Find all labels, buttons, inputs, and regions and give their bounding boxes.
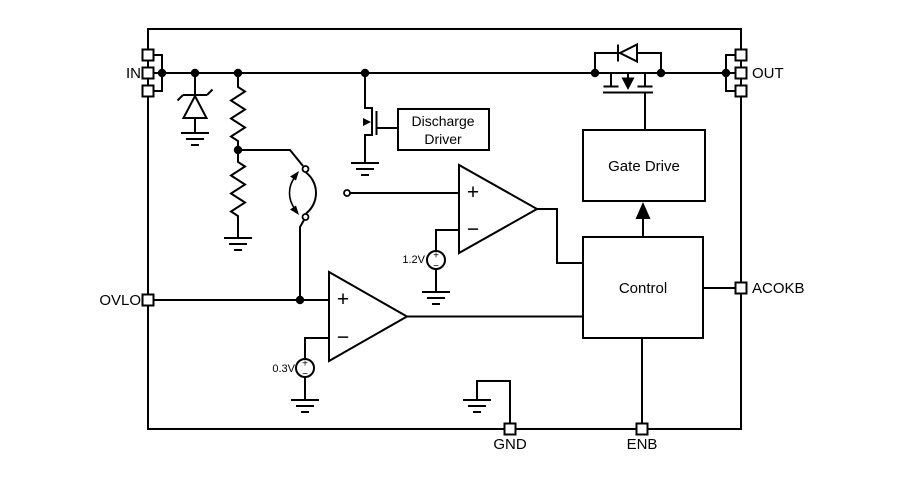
pin-out-terminal bbox=[734, 66, 748, 80]
plus-sign: + bbox=[302, 359, 308, 370]
junction-dot bbox=[157, 68, 167, 78]
open-terminal-node bbox=[343, 189, 351, 197]
junction-dot bbox=[590, 68, 600, 78]
control-label: Control bbox=[619, 280, 667, 297]
gate-drive-block bbox=[582, 129, 706, 202]
gnd-net-wire bbox=[476, 380, 511, 424]
pin-label-acokb: ACOKB bbox=[752, 280, 805, 297]
discharge-driver-block bbox=[397, 108, 490, 151]
pin-label-gnd: GND bbox=[493, 436, 527, 453]
ground-symbol bbox=[223, 237, 253, 251]
junction-dot bbox=[233, 145, 243, 155]
comparator-high-minus-wire bbox=[435, 229, 459, 251]
switch-motion-arrow bbox=[288, 176, 296, 210]
pin-in-terminal bbox=[141, 48, 155, 62]
pin-label-ovlo: OVLO bbox=[99, 292, 141, 309]
resistor-r2 bbox=[229, 150, 247, 238]
plus-sign: + bbox=[337, 288, 349, 311]
pin-label-enb: ENB bbox=[627, 436, 658, 453]
ground-symbol bbox=[421, 291, 451, 305]
comparator-high-output-wire bbox=[537, 208, 583, 264]
control-block bbox=[582, 236, 704, 339]
ovlo-select-switch bbox=[238, 149, 318, 300]
minus-sign: − bbox=[337, 326, 349, 349]
gate-drive-label: Gate Drive bbox=[608, 158, 680, 175]
discharge-driver-label-line1: Discharge bbox=[411, 113, 474, 129]
switch-contact-bottom bbox=[301, 213, 310, 221]
junction-dot bbox=[656, 68, 666, 78]
minus-sign: − bbox=[302, 369, 308, 380]
comparator-0v3 bbox=[328, 270, 410, 363]
plus-sign: + bbox=[467, 181, 479, 204]
pin-out-terminal bbox=[734, 48, 748, 62]
minus-sign: − bbox=[467, 218, 479, 241]
pass-mosfet bbox=[594, 42, 662, 130]
reference-1v2-source: + − bbox=[426, 250, 446, 292]
zener-diode bbox=[176, 73, 214, 133]
pin-in-terminal bbox=[141, 84, 155, 98]
control-to-gatedrive-arrow bbox=[635, 202, 651, 237]
reference-1v2-label: 1.2V bbox=[402, 254, 425, 266]
pin-ovlo-terminal bbox=[141, 293, 155, 307]
ground-symbol bbox=[350, 162, 380, 176]
pin-out-terminal bbox=[734, 84, 748, 98]
plus-sign: + bbox=[433, 251, 439, 262]
ground-symbol bbox=[462, 399, 492, 413]
pin-acokb-terminal bbox=[734, 281, 748, 295]
ground-symbol bbox=[290, 399, 320, 413]
discharge-driver-label-line2: Driver bbox=[424, 131, 462, 147]
junction-dot bbox=[295, 295, 305, 305]
pin-label-out: OUT bbox=[752, 65, 784, 82]
body-diode bbox=[617, 42, 638, 64]
reference-0v3-label: 0.3V bbox=[272, 363, 295, 375]
minus-sign: − bbox=[433, 261, 439, 272]
junction-dot bbox=[190, 68, 200, 78]
switch-contact-top bbox=[301, 165, 310, 173]
discharge-mosfet bbox=[363, 73, 398, 163]
pin-in-terminal bbox=[141, 66, 155, 80]
chip-boundary bbox=[147, 28, 742, 430]
junction-dot bbox=[233, 68, 243, 78]
resistor-r1 bbox=[229, 73, 247, 150]
pin-gnd-terminal bbox=[503, 422, 517, 436]
ground-symbol bbox=[180, 132, 210, 146]
junction-dot bbox=[360, 68, 370, 78]
pin-enb-terminal bbox=[635, 422, 649, 436]
comparator-low-minus-wire bbox=[304, 337, 329, 359]
junction-dot bbox=[721, 68, 731, 78]
reference-0v3-source: + − bbox=[295, 358, 315, 400]
comparator-1v2 bbox=[458, 163, 540, 255]
pin-label-in: IN bbox=[126, 65, 141, 82]
